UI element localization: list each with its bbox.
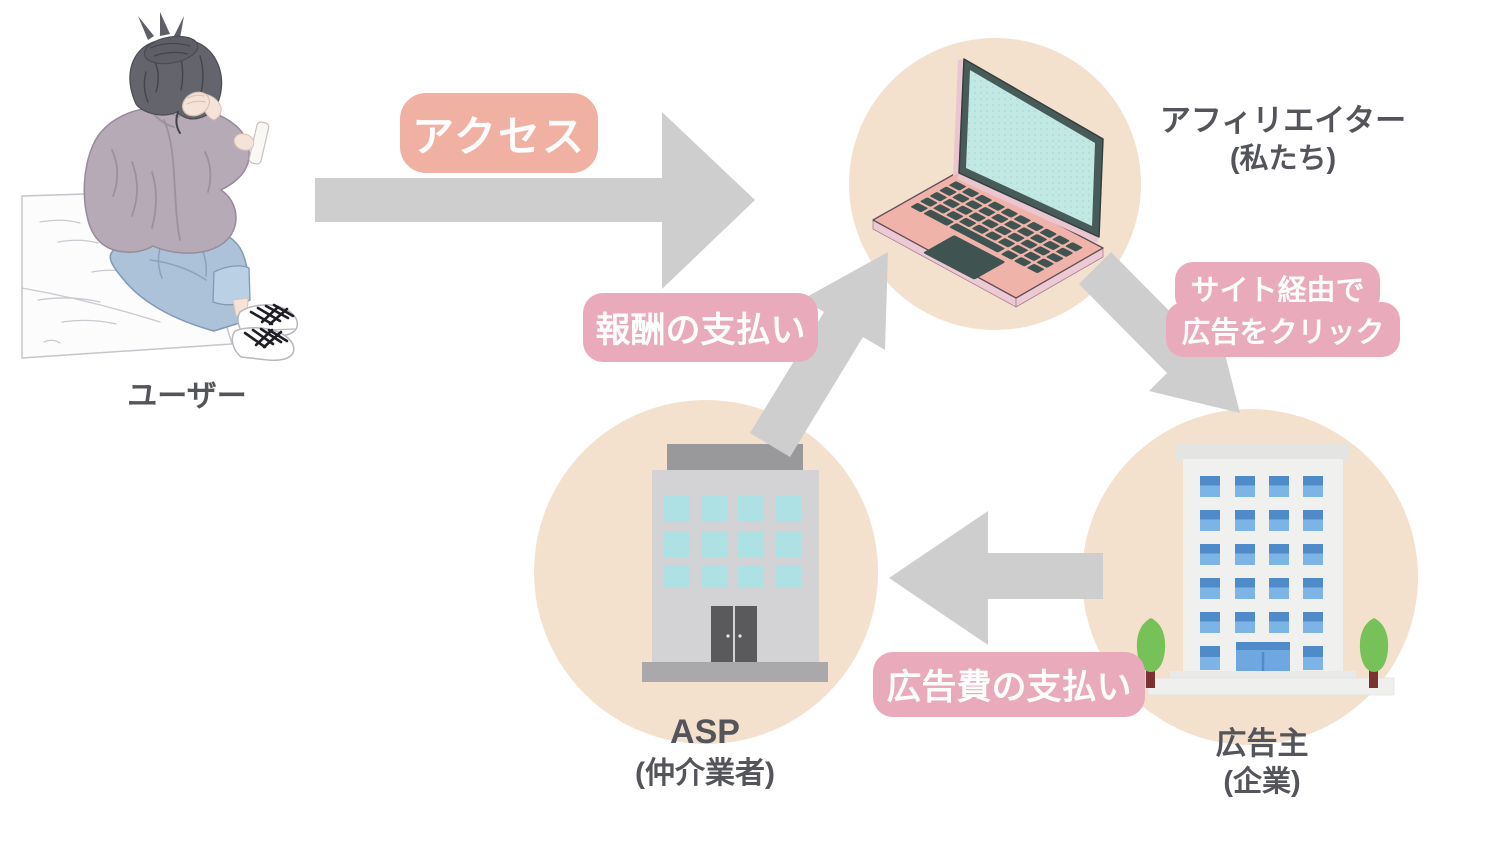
arrow-access <box>315 112 755 289</box>
laptop-trackpad <box>923 235 1005 280</box>
affiliater-label-line2: (私たち) <box>1229 143 1337 176</box>
flow-arrows <box>315 112 1240 645</box>
arrow-click <box>1079 252 1240 413</box>
affiliater-label: アフィリエイター (私たち) <box>1160 101 1406 179</box>
affiliater-label-line1: アフィリエイター <box>1159 103 1407 138</box>
asp-building-icon <box>642 444 828 682</box>
reward-payment-pill: 報酬の支払い <box>583 293 818 362</box>
asp-label-line2: (仲介業者) <box>635 757 775 791</box>
advertiser-windows <box>1200 476 1323 670</box>
click-pill-line2: 広告をクリック <box>1166 302 1400 357</box>
arrow-adfee <box>889 511 1103 645</box>
user-illustration <box>21 12 299 361</box>
hair-bun-icon <box>138 12 199 65</box>
user-label: ユーザー <box>127 380 247 413</box>
advertiser-label: 広告主 (企業) <box>1216 724 1309 802</box>
laptop-keyboard <box>911 181 1083 280</box>
asp-label-line1: ASP <box>670 713 740 751</box>
girl-icon <box>83 12 299 361</box>
tree-icon <box>1136 618 1166 688</box>
shoelaces-icon <box>249 303 295 326</box>
laptop-icon <box>872 58 1104 308</box>
access-pill: アクセス <box>400 93 598 173</box>
advertiser-label-line1: 広告主 <box>1215 726 1309 761</box>
asp-label: ASP (仲介業者) <box>635 710 775 793</box>
asp-door <box>711 606 757 662</box>
arrow-reward <box>750 252 888 457</box>
advertiser-building-icon <box>1136 443 1395 696</box>
advertiser-label-line2: (企業) <box>1223 766 1301 799</box>
tree-icon <box>1359 618 1389 688</box>
ad-fee-payment-pill: 広告費の支払い <box>873 652 1145 717</box>
asp-windows <box>664 496 801 588</box>
